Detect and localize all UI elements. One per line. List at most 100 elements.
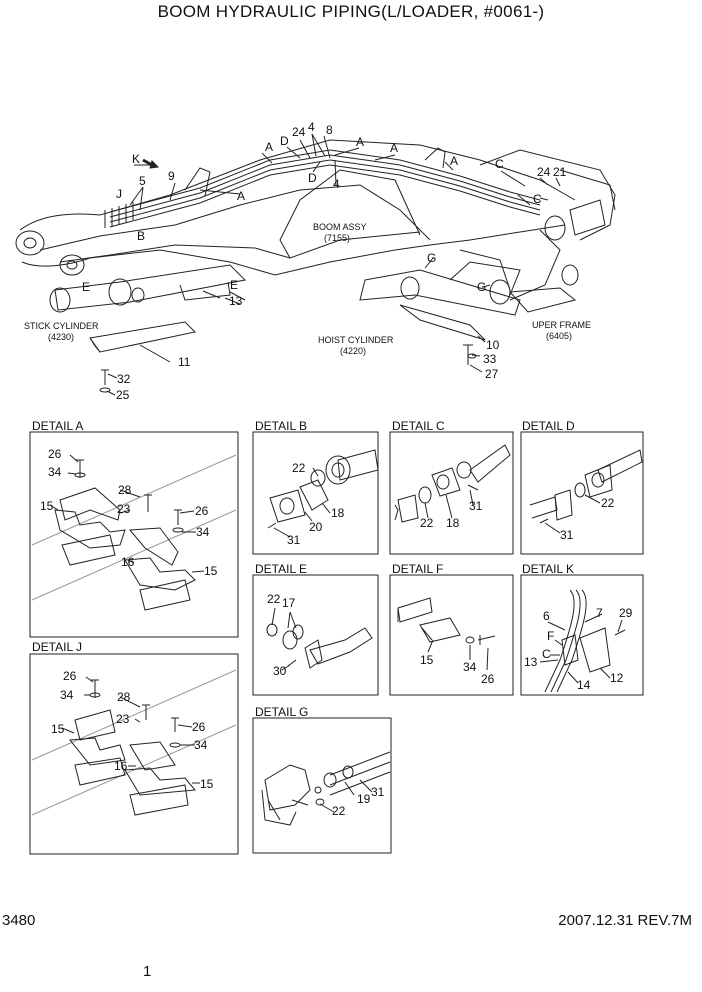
callout-a4: A <box>390 141 398 155</box>
detail-k-label: 6 <box>543 609 550 623</box>
detail-g-drawing <box>261 751 391 826</box>
detail-a-label: 15 <box>204 564 218 578</box>
callout-d1: D <box>280 134 289 148</box>
detail-g-title: DETAIL G <box>255 705 308 719</box>
detail-c-labels: 22 18 31 <box>420 499 483 530</box>
stick-cylinder-code: (4230) <box>48 332 74 342</box>
detail-k-drawing <box>539 589 626 693</box>
stick-cylinder-label: STICK CYLINDER <box>24 321 99 331</box>
main-assembly-drawing <box>15 133 616 396</box>
main-letter-callouts: K J B E A A D D A A A C C G G E <box>82 134 542 294</box>
detail-f-label: 15 <box>420 653 434 667</box>
detail-b-label: 22 <box>292 461 306 475</box>
detail-b-label: 31 <box>287 533 301 547</box>
detail-b-label: 18 <box>331 506 345 520</box>
callout-a2: A <box>265 140 273 154</box>
detail-a-label: 23 <box>117 502 131 516</box>
upper-frame-code: (6405) <box>546 331 572 341</box>
detail-d-label: 22 <box>601 496 615 510</box>
detail-e-label: 17 <box>282 596 296 610</box>
page-number: 1 <box>143 963 152 980</box>
detail-j-label: 15 <box>200 777 214 791</box>
detail-b-drawing <box>267 449 379 538</box>
detail-a-label: 28 <box>118 483 132 497</box>
part-27: 27 <box>485 367 499 381</box>
callout-e2: E <box>230 278 238 292</box>
part-10: 10 <box>486 338 500 352</box>
detail-f-label: 34 <box>463 660 477 674</box>
detail-b-label: 20 <box>309 520 323 534</box>
detail-k-title: DETAIL K <box>522 562 574 576</box>
detail-a-drawing <box>31 454 237 611</box>
detail-k-label: 13 <box>524 655 538 669</box>
detail-k-label: 7 <box>596 606 603 620</box>
part-33: 33 <box>483 352 497 366</box>
detail-j-labels: 26 34 28 15 23 26 34 16 15 <box>51 669 214 791</box>
detail-f-label: 26 <box>481 672 495 686</box>
detail-f-frame <box>389 574 514 696</box>
detail-b-labels: 22 18 20 31 <box>287 461 345 547</box>
detail-c-frame <box>389 431 514 555</box>
detail-c-label: 31 <box>469 499 483 513</box>
boom-assy-code: (7155) <box>324 233 350 243</box>
detail-b-frame <box>252 431 379 555</box>
callout-e1: E <box>82 280 90 294</box>
part-21: 21 <box>553 165 567 179</box>
detail-g-label: 19 <box>357 792 371 806</box>
detail-g-frame <box>252 717 392 854</box>
detail-a-label: 15 <box>40 499 54 513</box>
detail-g-label: 22 <box>332 804 346 818</box>
detail-k-label: 29 <box>619 606 633 620</box>
part-4-top: 4 <box>308 120 315 134</box>
detail-e-drawing <box>266 607 373 671</box>
detail-j-label: 28 <box>117 690 131 704</box>
part-32: 32 <box>117 372 131 386</box>
callout-g1: G <box>427 251 436 265</box>
detail-k-label: C <box>542 647 551 661</box>
page-code: 3480 <box>2 912 36 929</box>
detail-e-label: 30 <box>273 664 287 678</box>
callout-k: K <box>132 152 140 166</box>
detail-a-title: DETAIL A <box>32 419 83 433</box>
callout-c2: C <box>533 192 542 206</box>
detail-b-title: DETAIL B <box>255 419 307 433</box>
boom-assy-label: BOOM ASSY <box>313 222 367 232</box>
part-13: 13 <box>229 294 243 308</box>
callout-j: J <box>116 187 122 201</box>
detail-e-labels: 22 17 30 <box>267 592 296 678</box>
detail-g-label: 31 <box>371 785 385 799</box>
callout-c1: C <box>495 157 504 171</box>
detail-f-drawing <box>397 597 496 671</box>
detail-f-title: DETAIL F <box>392 562 443 576</box>
detail-a-frame <box>29 431 239 638</box>
detail-e-frame <box>252 574 379 696</box>
callout-a5: A <box>450 154 458 168</box>
detail-j-label: 26 <box>63 669 77 683</box>
detail-j-label: 34 <box>194 738 208 752</box>
detail-k-label: F <box>547 629 554 643</box>
detail-e-label: 22 <box>267 592 281 606</box>
revision-label: 2007.12.31 REV.7M <box>558 912 692 929</box>
detail-j-label: 15 <box>51 722 65 736</box>
detail-j-label: 26 <box>192 720 206 734</box>
detail-c-drawing <box>394 444 511 523</box>
detail-k-frame <box>520 574 644 696</box>
detail-d-title: DETAIL D <box>522 419 575 433</box>
detail-j-title: DETAIL J <box>32 640 82 654</box>
hoist-cylinder-code: (4220) <box>340 346 366 356</box>
detail-d-drawing <box>529 449 643 534</box>
part-11: 11 <box>178 355 191 369</box>
part-24-top: 24 <box>292 125 306 139</box>
detail-a-label: 26 <box>48 447 62 461</box>
detail-a-label: 16 <box>121 555 135 569</box>
detail-a-labels: 26 34 28 15 23 26 34 16 15 <box>40 447 218 578</box>
part-24-right: 24 <box>537 165 551 179</box>
detail-g-labels: 19 31 22 <box>332 785 385 818</box>
detail-c-label: 18 <box>446 516 460 530</box>
detail-j-drawing <box>31 669 237 816</box>
detail-d-label: 31 <box>560 528 574 542</box>
detail-k-label: 14 <box>577 678 591 692</box>
detail-j-label: 16 <box>114 759 128 773</box>
callout-b: B <box>137 229 145 243</box>
